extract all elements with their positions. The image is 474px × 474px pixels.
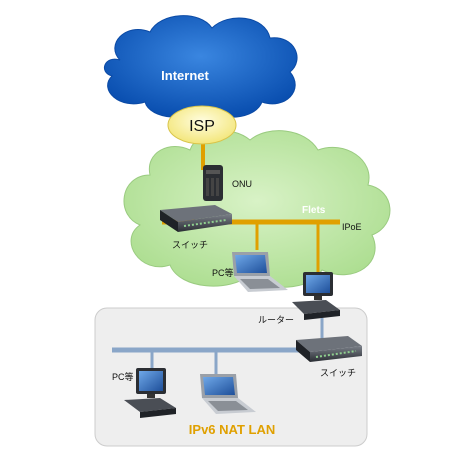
flets-cloud: [123, 130, 391, 288]
switch-top-label: スイッチ: [172, 240, 208, 250]
switch-icon-bottom: [296, 336, 362, 362]
onu-icon: [203, 165, 223, 201]
isp-label: ISP: [189, 118, 215, 135]
switch-bottom-label: スイッチ: [320, 368, 356, 378]
desktop-pc-icon: [124, 368, 176, 418]
pc-top-label: PC等: [212, 267, 234, 278]
ipoe-label: IPoE: [342, 222, 362, 232]
router-label: ルーター: [258, 315, 294, 325]
lan-label: IPv6 NAT LAN: [189, 422, 275, 437]
laptop-icon-bottom: [200, 374, 256, 414]
laptop-icon-top: [232, 252, 288, 292]
flets-label: Flets: [302, 205, 326, 216]
switch-icon-top: [160, 205, 232, 232]
onu-label: ONU: [232, 179, 252, 189]
internet-cloud: [103, 15, 298, 118]
router-icon: [292, 272, 340, 320]
isp-node: [167, 105, 237, 145]
pc-bottom-label: PC等: [112, 371, 134, 382]
internet-label: Internet: [161, 68, 209, 83]
